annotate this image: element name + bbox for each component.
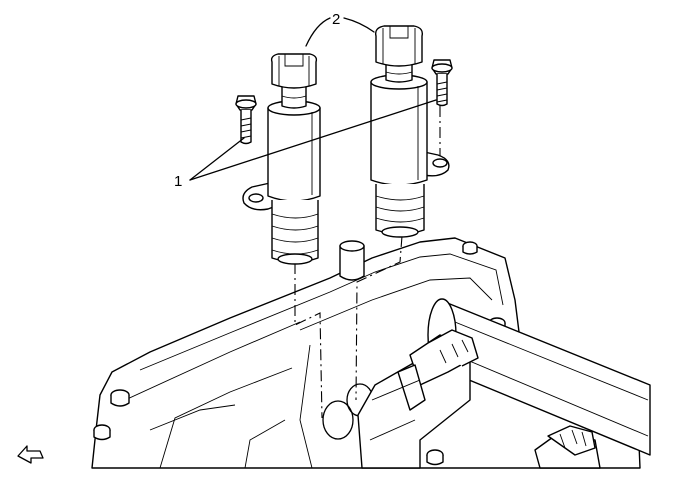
mounting-bolt-right (431, 59, 453, 107)
wiring-connector-center (357, 329, 479, 469)
camshaft-solenoid-left (242, 53, 321, 265)
front-direction-arrow-icon (17, 445, 44, 464)
leader-lines (189, 17, 437, 181)
mounting-bolt-left (235, 95, 257, 145)
callout-label-2: 2 (332, 11, 340, 28)
housing-bolt-lower-left (93, 424, 111, 441)
camshaft-solenoid-right (370, 25, 450, 238)
callout-label-1: 1 (174, 173, 182, 190)
wiring-connector-right (534, 425, 601, 469)
housing-bolt-left (110, 389, 130, 407)
housing-bolt-bottom (426, 449, 444, 466)
solenoid-bore-left (322, 400, 354, 440)
housing-bolt-rear (462, 241, 478, 255)
